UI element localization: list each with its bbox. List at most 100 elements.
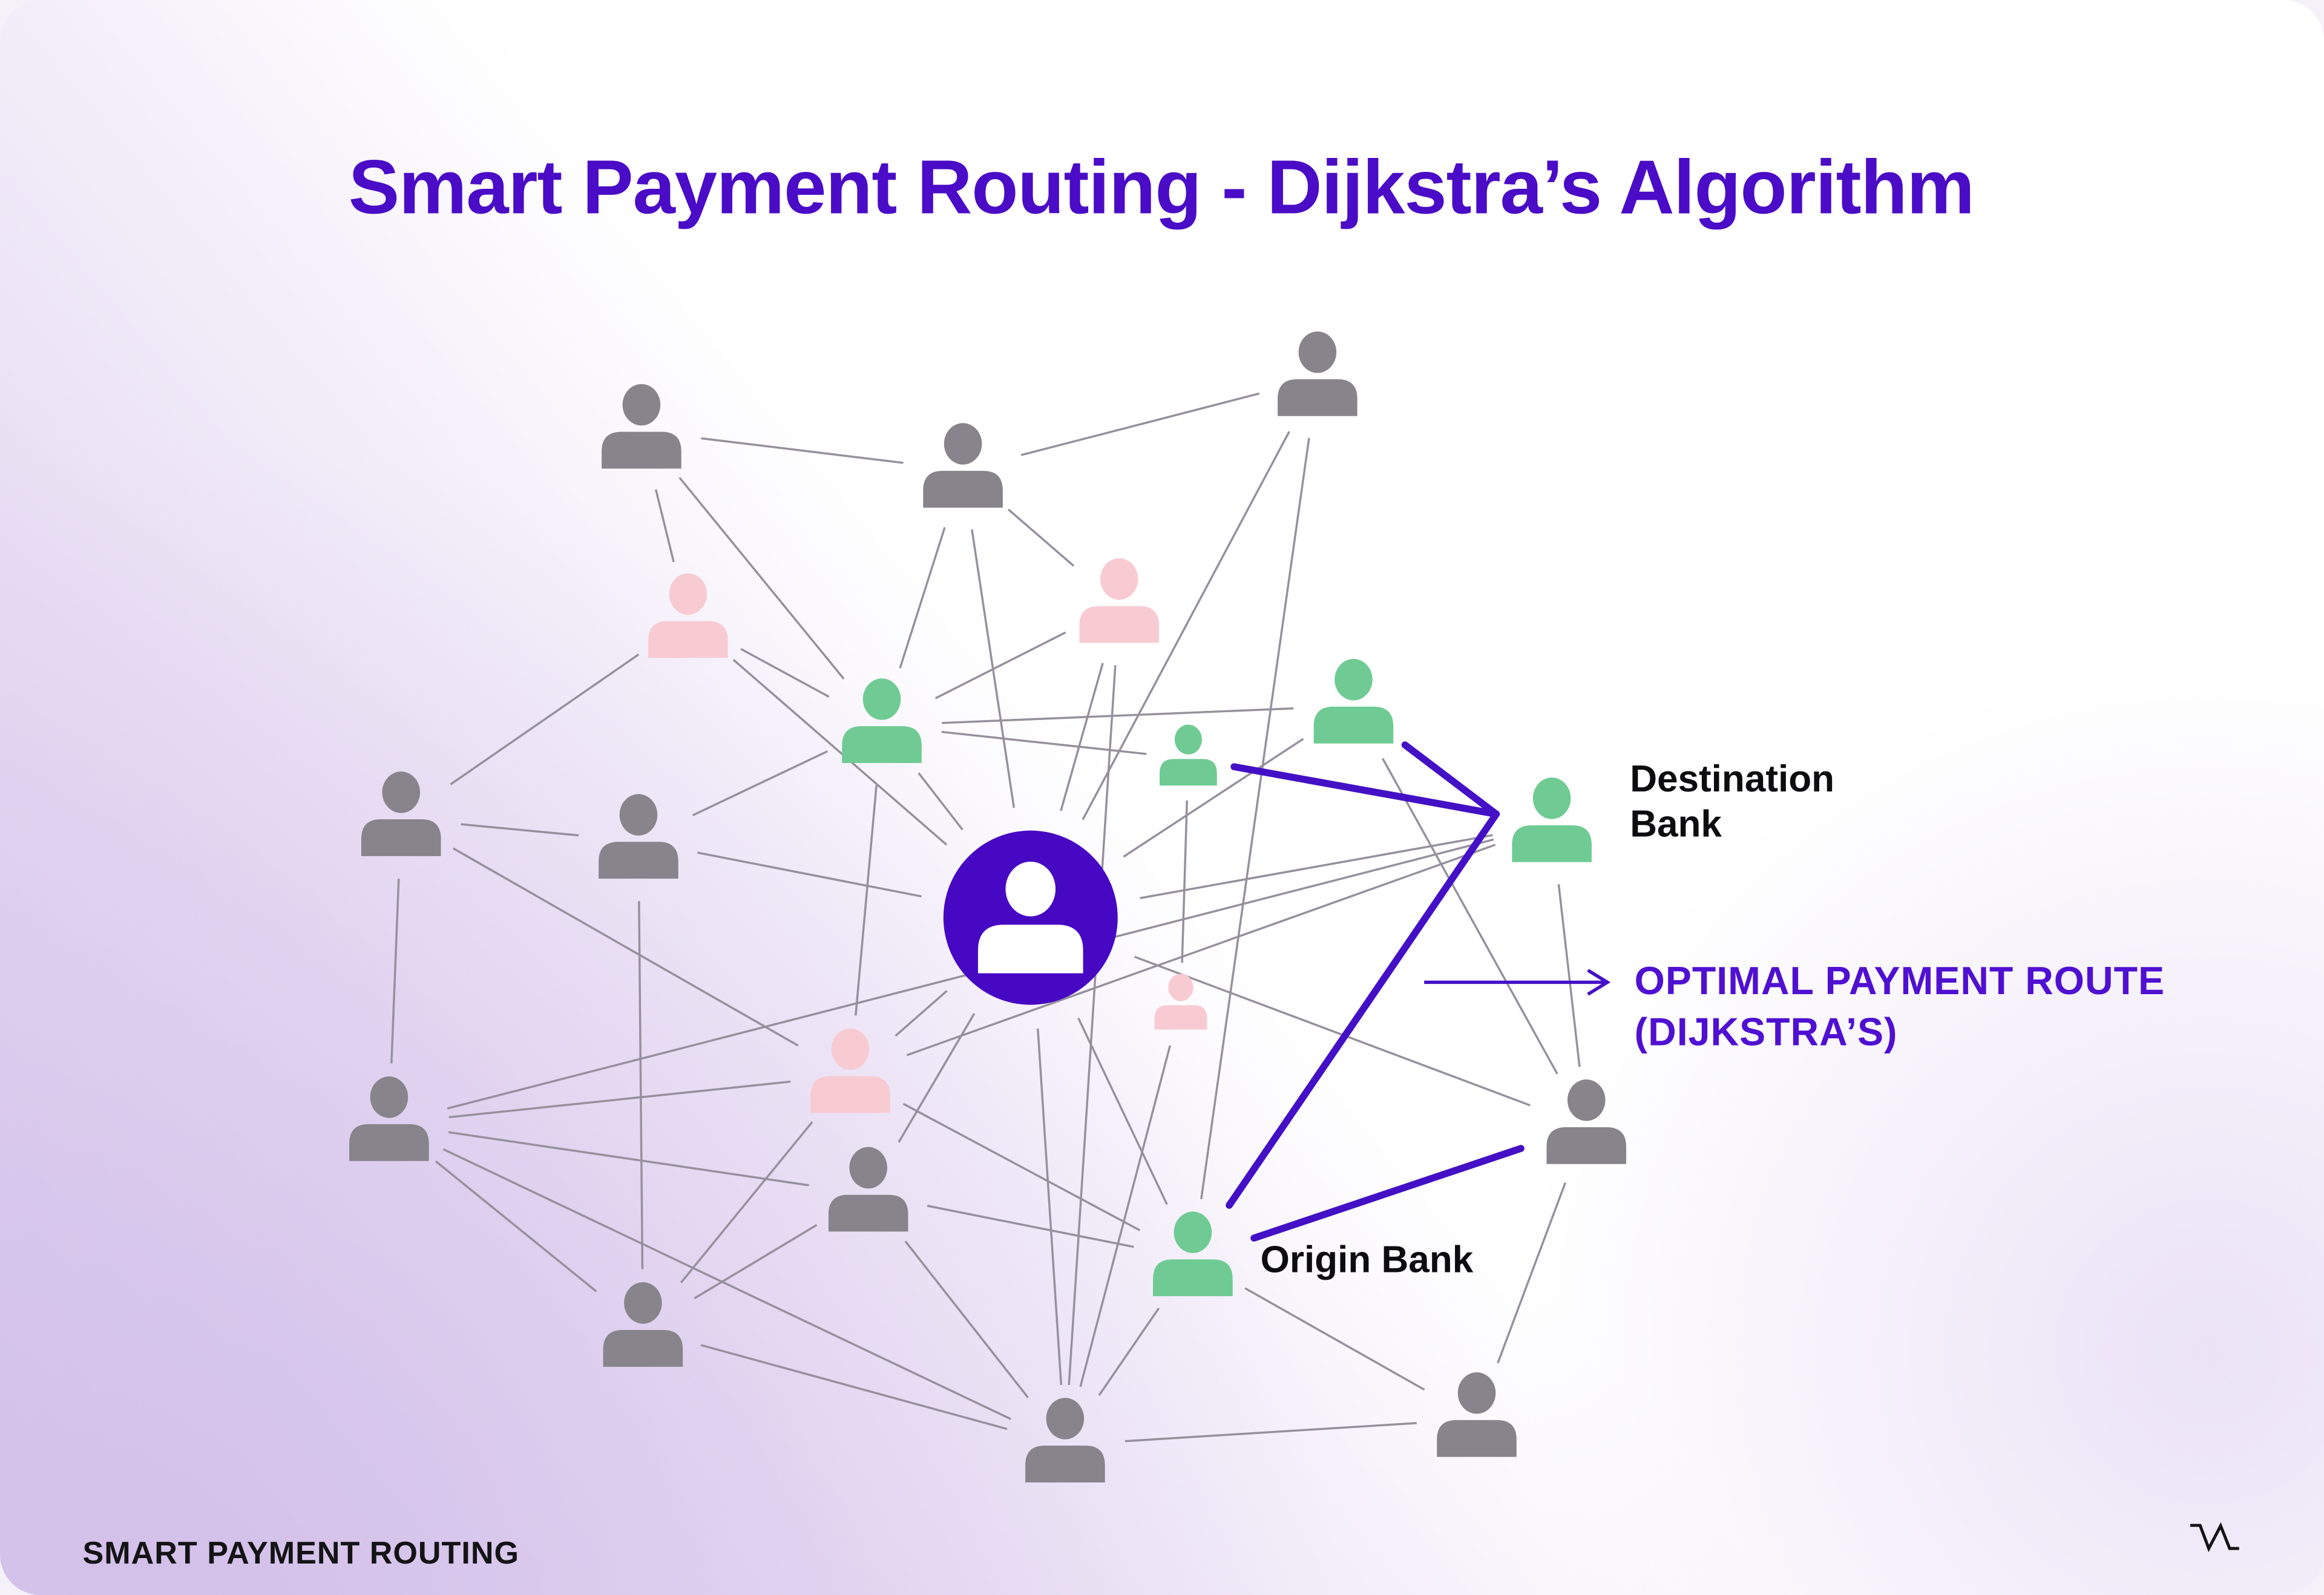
person-node-gray-g <box>1546 1079 1627 1164</box>
person-node-green-b <box>1160 724 1217 786</box>
destination-bank-label-line2: Bank <box>1630 804 1722 845</box>
network-edge <box>700 1344 1008 1430</box>
person-icon-head <box>1567 1079 1606 1121</box>
network-edge <box>917 772 963 831</box>
network-edge <box>898 1013 976 1143</box>
destination-bank-label-line1: Destination <box>1630 758 1834 800</box>
network-edge <box>680 1121 813 1283</box>
person-icon-body <box>1153 1259 1233 1297</box>
network-edge <box>692 750 829 816</box>
network-edges-layer <box>390 392 1581 1443</box>
network-edge <box>694 1223 818 1300</box>
network-edge <box>435 1160 597 1292</box>
network-edge <box>1497 1182 1567 1364</box>
network-edge <box>701 437 904 464</box>
person-icon-body <box>1154 1005 1207 1030</box>
person-node-gray-h <box>828 1147 908 1232</box>
network-edge <box>904 1240 1029 1398</box>
person-node-pink-b <box>1079 558 1160 643</box>
network-edge <box>390 878 400 1064</box>
network-edge <box>1060 663 1104 811</box>
person-icon-body <box>1025 1446 1105 1482</box>
person-node-gray-e <box>599 794 678 879</box>
person-icon-head <box>370 1076 409 1118</box>
network-edge <box>1068 665 1117 1385</box>
network-edge <box>1077 1017 1168 1205</box>
person-icon-head <box>1168 974 1193 1001</box>
person-icon-body <box>361 819 441 856</box>
person-icon-body <box>1160 759 1217 786</box>
network-edge <box>442 1148 1011 1420</box>
person-icon-body <box>603 1329 683 1367</box>
network-edge <box>942 707 1294 724</box>
person-icon-head <box>1334 658 1373 701</box>
wave-zigzag-logo-icon <box>2190 1522 2239 1553</box>
network-nodes-layer <box>349 331 1627 1482</box>
central-user-hub-node <box>943 830 1118 1005</box>
person-node-gray-c <box>1278 331 1357 416</box>
person-node-pink-a <box>648 573 728 658</box>
person-node-gray-a <box>602 384 681 469</box>
network-edge <box>1140 834 1493 900</box>
network-edge <box>1124 1422 1417 1443</box>
person-icon-head <box>1532 778 1571 819</box>
person-node-green-c <box>1313 658 1394 744</box>
annotation-arrow-head <box>1587 969 1611 996</box>
network-edge <box>906 843 1496 1056</box>
network-edge <box>1020 392 1260 456</box>
destination-bank-node <box>1512 778 1592 862</box>
person-icon-body <box>828 1194 908 1232</box>
network-edge <box>1244 1287 1425 1391</box>
person-icon-body <box>810 1076 890 1113</box>
person-icon-head <box>669 573 707 615</box>
network-edge <box>1037 1028 1063 1385</box>
hub-circle <box>943 830 1118 1005</box>
network-edge <box>678 477 845 680</box>
person-icon-body <box>1278 379 1357 416</box>
person-icon-head <box>1298 331 1337 373</box>
network-edge <box>740 647 830 698</box>
optimal-route-layer <box>1226 741 1611 1242</box>
network-edge <box>855 785 878 1016</box>
network-edge <box>927 1205 1134 1248</box>
network-edge <box>1557 884 1581 1067</box>
optimal-route-line <box>1401 741 1500 818</box>
person-icon-body <box>977 925 1083 974</box>
network-edge <box>941 730 1147 755</box>
person-node-gray-b <box>923 423 1003 508</box>
optimal-route-line <box>1250 1145 1525 1242</box>
person-icon-body <box>923 471 1003 508</box>
network-edge <box>1123 738 1304 858</box>
person-icon-head <box>622 384 661 426</box>
person-icon-body <box>648 621 728 658</box>
footer-caption: SMART PAYMENT ROUTING <box>83 1536 519 1571</box>
network-edge <box>1134 955 1531 1107</box>
origin-bank-node <box>1153 1211 1233 1297</box>
network-edge <box>453 847 799 1047</box>
person-node-pink-d <box>810 1028 890 1113</box>
network-edge <box>899 527 946 669</box>
network-edge <box>450 653 640 785</box>
network-edge <box>448 1080 791 1119</box>
optimal-route-line <box>1226 810 1500 1209</box>
optimal-route-label-line1: OPTIMAL PAYMENT ROUTE <box>1635 959 2165 1003</box>
network-edge <box>448 1131 809 1187</box>
person-icon-body <box>349 1124 429 1161</box>
person-icon-head <box>1046 1398 1085 1439</box>
network-edge <box>1382 758 1558 1075</box>
person-node-gray-i <box>603 1282 683 1367</box>
network-edge <box>697 851 922 898</box>
optimal-route-line <box>1230 763 1500 818</box>
person-node-green-a <box>842 678 922 763</box>
person-icon-head <box>382 771 421 813</box>
person-icon-head <box>1100 558 1138 600</box>
network-edge <box>902 1102 1141 1231</box>
person-icon-body <box>602 431 681 469</box>
person-node-pink-c <box>1154 974 1207 1030</box>
person-icon-body <box>1437 1420 1517 1457</box>
person-icon-head <box>944 423 982 465</box>
person-node-gray-j <box>1025 1398 1105 1482</box>
person-icon-head <box>619 794 658 836</box>
person-icon-head <box>1173 1211 1212 1253</box>
